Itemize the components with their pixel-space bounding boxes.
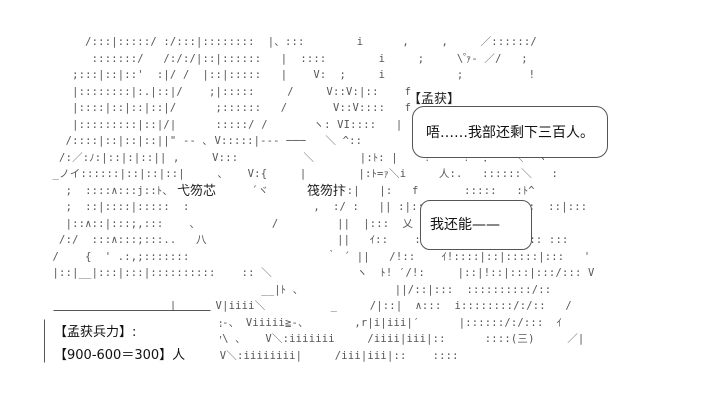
bubble-text: 我还能——: [430, 217, 500, 233]
bubble-frame: [412, 106, 608, 158]
bubble-text: 唔……我部还剩下三百人。: [426, 125, 594, 141]
bubble-frame: [420, 200, 532, 250]
sound-effect-left: 弋笏芯: [176, 180, 218, 199]
status-value: 【900-600＝300】人: [54, 348, 186, 363]
sound-effect-right: 筏笏抃: [306, 180, 348, 199]
status-frame: [44, 310, 220, 372]
speaker-name: 【孟获】: [408, 92, 461, 107]
speech-bubble-continue: 我还能——: [420, 200, 532, 252]
speech-bubble-menghuo: 【孟获】 唔……我部还剩下三百人。: [408, 88, 608, 160]
ascii-art: /:::|:::::/ :/:::|:::::::: |、::: i , , ／…: [52, 36, 595, 362]
troop-status-box: 【孟获兵力】: 【900-600＝300】人: [44, 310, 224, 374]
status-title: 【孟获兵力】:: [54, 325, 137, 340]
